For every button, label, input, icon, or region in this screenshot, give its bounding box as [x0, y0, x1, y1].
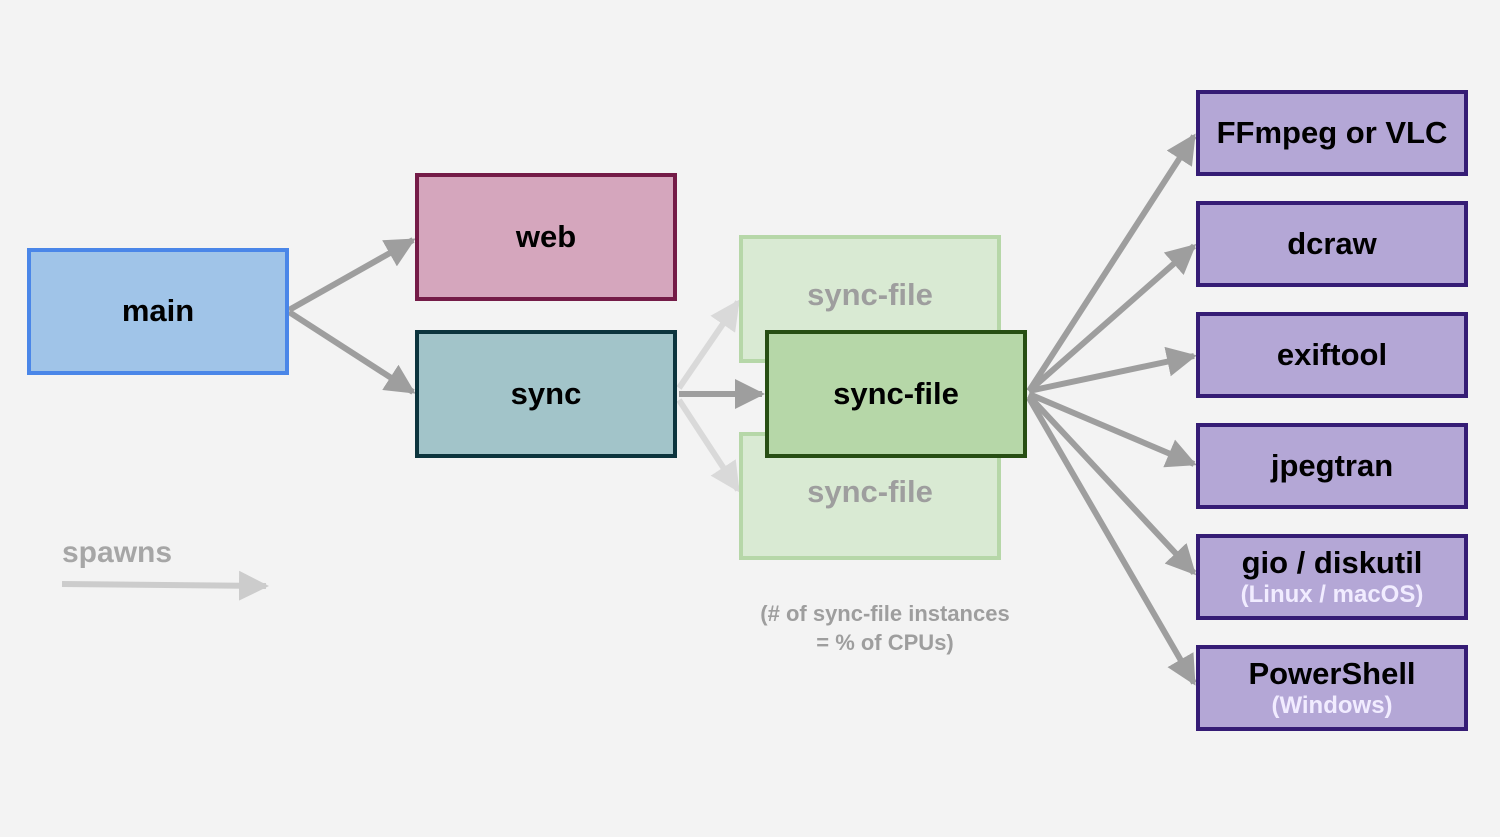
node-sync-label: sync	[510, 375, 582, 411]
legend-arrow	[61, 570, 269, 601]
node-web: web	[415, 173, 677, 301]
arrow-sync-file-to-gio	[1026, 393, 1197, 576]
arrow-main-to-sync	[287, 309, 416, 395]
node-ffmpeg: FFmpeg or VLC	[1196, 90, 1468, 176]
node-powershell-label: PowerShell	[1248, 655, 1416, 691]
arrow-main-to-web	[287, 237, 416, 313]
arrow-sync-file-to-powershell	[1026, 396, 1197, 686]
node-sync-file-ghost-top-label: sync-file	[807, 276, 933, 312]
node-sync-file-ghost-bottom-label: sync-file	[807, 473, 933, 509]
node-main-label: main	[121, 293, 195, 329]
node-sync-file-label: sync-file	[833, 375, 959, 411]
node-powershell: PowerShell (Windows)	[1196, 645, 1468, 731]
node-gio: gio / diskutil (Linux / macOS)	[1196, 534, 1468, 620]
arrow-sync-file-to-jpegtran	[1027, 391, 1197, 468]
note-line-2: = % of CPUs)	[816, 629, 954, 655]
node-gio-label: gio / diskutil	[1241, 544, 1423, 580]
arrow-sync-file-to-dcraw	[1027, 243, 1197, 394]
legend-label: spawns	[62, 536, 173, 569]
node-ffmpeg-label: FFmpeg or VLC	[1216, 114, 1448, 150]
node-sync-file: sync-file	[765, 330, 1027, 458]
node-sync: sync	[415, 330, 677, 458]
note-line-1: (# of sync-file instances	[760, 601, 1010, 626]
arrow-sync-to-sync-file-ghost-top	[676, 299, 741, 390]
node-gio-sublabel: (Linux / macOS)	[1240, 580, 1424, 608]
arrow-sync-file-to-exiftool	[1028, 346, 1197, 394]
node-jpegtran-label: jpegtran	[1270, 447, 1394, 483]
node-exiftool-label: exiftool	[1276, 336, 1388, 372]
node-dcraw: dcraw	[1196, 201, 1468, 287]
sync-file-instances-note: (# of sync-file instances = % of CPUs)	[735, 600, 1035, 657]
arrow-sync-to-sync-file-ghost-bottom	[676, 398, 741, 493]
node-main: main	[27, 248, 289, 375]
node-powershell-sublabel: (Windows)	[1271, 691, 1393, 719]
node-jpegtran: jpegtran	[1196, 423, 1468, 509]
node-exiftool: exiftool	[1196, 312, 1468, 398]
node-dcraw-label: dcraw	[1287, 225, 1377, 261]
node-web-label: web	[515, 218, 577, 254]
arrow-sync-file-to-ffmpeg	[1026, 133, 1197, 393]
